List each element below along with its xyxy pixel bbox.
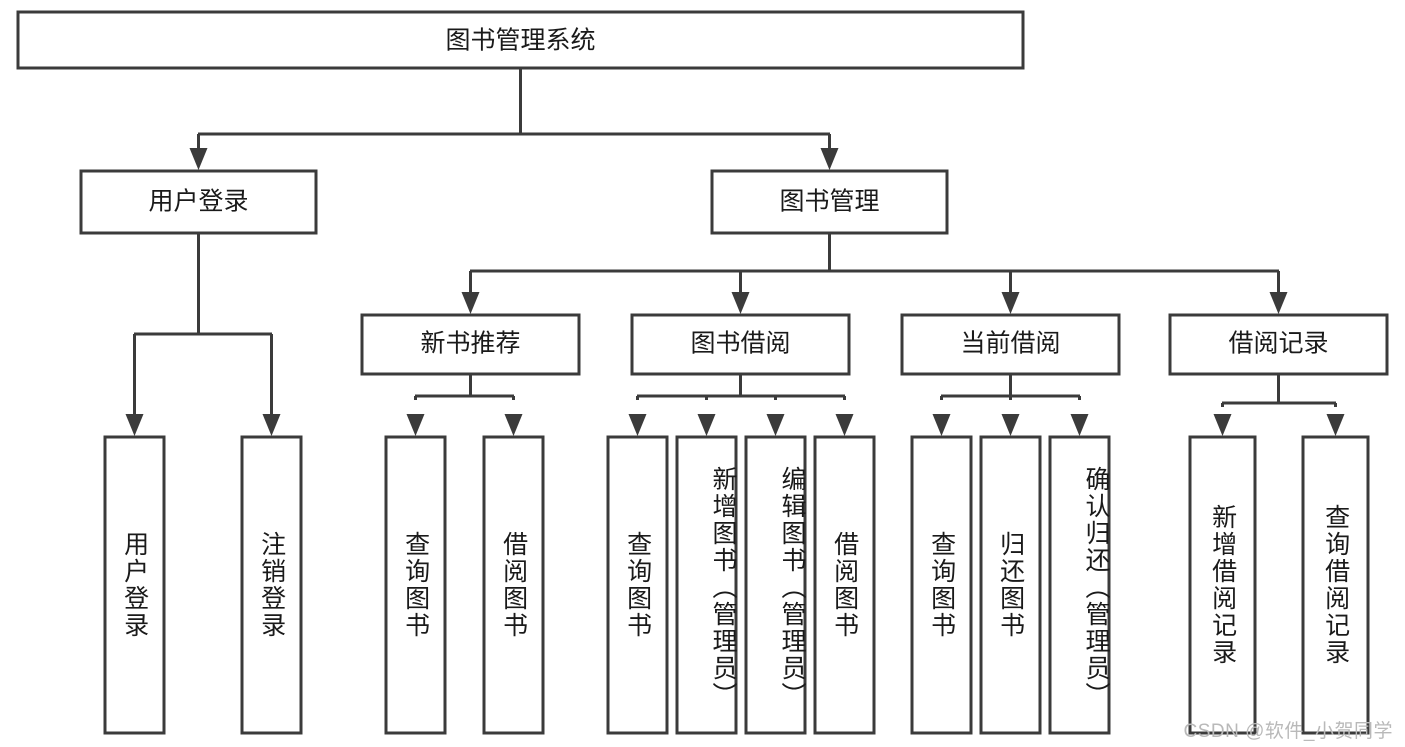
leaf-box-currentborrow-1[interactable] bbox=[910, 435, 973, 735]
leaf-box-bookborrow-4[interactable] bbox=[813, 435, 876, 735]
node-book-manage-label: 图书管理 bbox=[779, 188, 879, 216]
node-book-borrow-label: 图书借阅 bbox=[690, 330, 790, 358]
arrow-currentborrow-leaf-2 bbox=[1001, 414, 1020, 436]
arrow-newbook-leaf-2 bbox=[504, 414, 523, 436]
arrow-bookborrow-leaf-2 bbox=[697, 414, 716, 436]
node-new-book-recommend[interactable]: 新书推荐 bbox=[360, 313, 581, 376]
arrow-bookborrow-leaf-4 bbox=[835, 414, 854, 436]
node-current-borrow-label: 当前借阅 bbox=[960, 330, 1060, 358]
arrow-bookborrow-leaf-1 bbox=[628, 414, 647, 436]
arrow-to-current-borrow bbox=[1001, 292, 1020, 314]
leaf-box-currentborrow-3[interactable] bbox=[1048, 435, 1111, 735]
leaf-box-user-login-1[interactable] bbox=[103, 435, 166, 735]
leaf-box-newbook-1[interactable] bbox=[384, 435, 447, 735]
leaf-box-bookborrow-3[interactable] bbox=[744, 435, 807, 735]
leaf-box-user-login-2[interactable] bbox=[240, 435, 303, 735]
node-book-manage[interactable]: 图书管理 bbox=[710, 169, 949, 235]
connector-newbook-to-leaves bbox=[406, 374, 523, 436]
connector-userlogin-to-leaves bbox=[125, 233, 281, 436]
connector-bookmanage-to-level2 bbox=[461, 233, 1288, 314]
arrow-to-user-login bbox=[189, 148, 208, 170]
connector-root-to-level1 bbox=[189, 68, 839, 170]
arrow-to-borrow-record bbox=[1269, 292, 1288, 314]
node-user-login-label: 用户登录 bbox=[148, 188, 248, 216]
node-new-book-recommend-label: 新书推荐 bbox=[420, 330, 520, 358]
connector-bookborrow-to-leaves bbox=[628, 374, 854, 436]
arrow-borrowrecord-leaf-1 bbox=[1213, 414, 1232, 436]
arrow-currentborrow-leaf-1 bbox=[932, 414, 951, 436]
leaf-box-bookborrow-1[interactable] bbox=[606, 435, 669, 735]
arrow-newbook-leaf-1 bbox=[406, 414, 425, 436]
arrow-currentborrow-leaf-3 bbox=[1070, 414, 1089, 436]
node-borrow-record-label: 借阅记录 bbox=[1228, 330, 1328, 358]
node-root-system-label: 图书管理系统 bbox=[445, 27, 595, 55]
leaf-box-borrowrecord-2[interactable] bbox=[1301, 435, 1370, 735]
leaf-box-borrowrecord-1[interactable] bbox=[1188, 435, 1257, 735]
node-current-borrow[interactable]: 当前借阅 bbox=[900, 313, 1121, 376]
arrow-borrowrecord-leaf-2 bbox=[1326, 414, 1345, 436]
leaf-box-bookborrow-2[interactable] bbox=[675, 435, 738, 735]
arrow-to-book-borrow bbox=[731, 292, 750, 314]
leaf-box-newbook-2[interactable] bbox=[482, 435, 545, 735]
connector-currentborrow-to-leaves bbox=[932, 374, 1089, 436]
node-root-system[interactable]: 图书管理系统 bbox=[16, 10, 1025, 70]
node-book-borrow[interactable]: 图书借阅 bbox=[630, 313, 851, 376]
node-user-login[interactable]: 用户登录 bbox=[79, 169, 318, 235]
arrow-to-leaf-user-login bbox=[125, 414, 144, 436]
leaf-box-currentborrow-2[interactable] bbox=[979, 435, 1042, 735]
node-borrow-record[interactable]: 借阅记录 bbox=[1168, 313, 1389, 376]
arrow-bookborrow-leaf-3 bbox=[766, 414, 785, 436]
arrow-to-leaf-logout bbox=[262, 414, 281, 436]
connector-borrowrecord-to-leaves bbox=[1213, 374, 1345, 436]
arrow-to-book-manage bbox=[820, 148, 839, 170]
csdn-watermark: CSDN @软件_小贺同学 bbox=[1183, 721, 1393, 742]
arrow-to-new-book-recommend bbox=[461, 292, 480, 314]
